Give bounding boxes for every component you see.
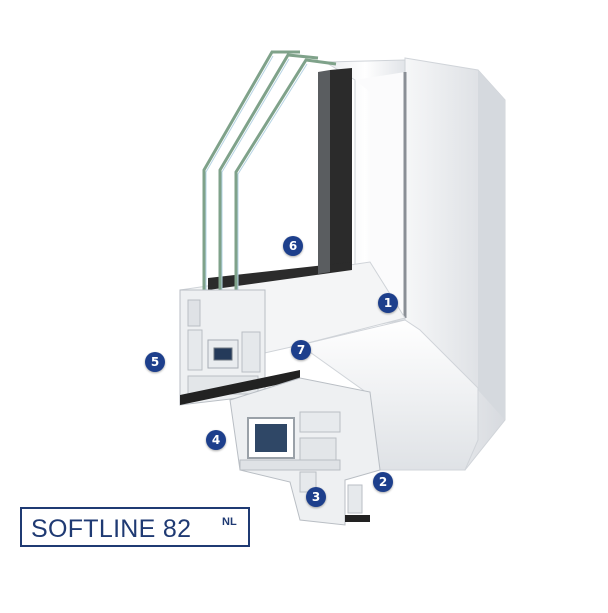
triple-glazing <box>202 50 337 300</box>
outer-frame <box>298 57 506 471</box>
sash-profile-section <box>179 289 300 406</box>
glazing-gasket <box>208 68 352 290</box>
frame-profile-section <box>229 377 381 526</box>
callout-badge-4: 4 <box>206 430 226 450</box>
callout-badge-2: 2 <box>373 472 393 492</box>
product-suffix: NL <box>222 516 237 528</box>
callout-badge-7: 7 <box>291 340 311 360</box>
callout-badge-6: 6 <box>283 236 303 256</box>
callout-badge-1: 1 <box>378 293 398 313</box>
callout-badge-3: 3 <box>306 487 326 507</box>
product-name: SOFTLINE 82 <box>31 515 192 543</box>
product-title-box: SOFTLINE 82 NL <box>20 507 250 547</box>
callout-badge-5: 5 <box>145 352 165 372</box>
